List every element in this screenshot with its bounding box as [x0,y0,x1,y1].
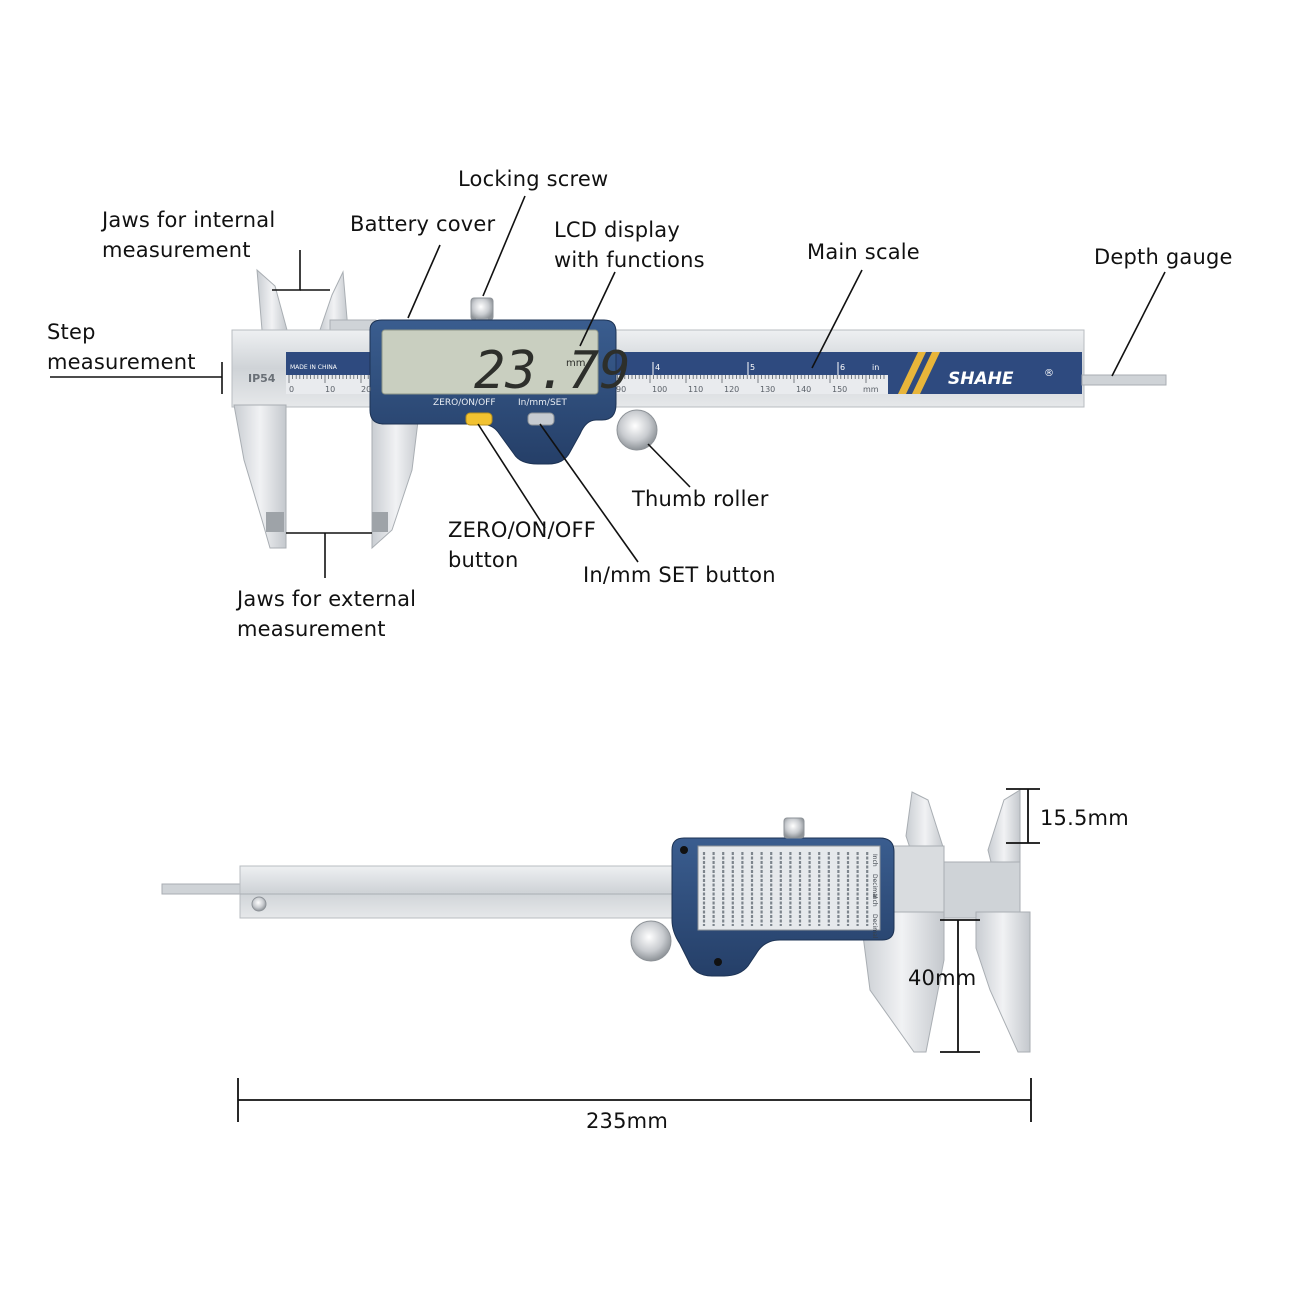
back-depth-rod [161,883,243,895]
scale-inch-label: 5 [750,363,755,372]
callout-step-measurement: Step measurement [47,317,196,377]
conversion-table-header: Decimal [871,874,878,899]
leader-set-button [539,423,639,563]
callout-zero-button: ZERO/ON/OFF button [448,515,596,575]
callout-step-line1: Step [47,320,96,344]
leader-jaws-internal [272,250,301,291]
callout-zero-line2: button [448,548,519,572]
lcd-display [381,329,599,395]
brand-stripe [898,352,926,394]
callout-lcd-display-line2: with functions [554,248,705,272]
callout-battery-cover: Battery cover [350,212,496,236]
ip-rating: IP54 [248,372,276,385]
leader-lcd-display [579,271,616,347]
callout-zero-line1: ZERO/ON/OFF [448,518,597,542]
callout-set-button: In/mm SET button [583,563,776,587]
back-lower-jaw-fixed [975,911,1031,1053]
dimension-jaw-width: 15.5mm [1040,806,1129,830]
leader-depth-gauge [1111,271,1166,377]
callout-jaws-internal: Jaws for internal measurement [102,205,275,265]
leader-zero-button [477,423,546,529]
registered-mark: ® [1044,368,1054,379]
beam-end-screw [251,896,267,912]
callout-locking-screw: Locking screw [458,167,609,191]
scale-mm-label: 110 [688,385,703,394]
callout-main-scale: Main scale [807,240,920,264]
back-screw-bottom [714,958,722,966]
zero-on-off-button[interactable] [465,412,493,426]
jaw-tip-right [372,512,388,532]
callout-jaws-external: Jaws for external measurement [237,584,416,644]
scale-mm-label: 100 [652,385,667,394]
back-upper-jaw-fixed [987,789,1021,867]
inmm-set-button[interactable] [527,412,555,426]
back-thumb-roller [630,920,672,962]
back-screw-top [680,846,688,854]
scale-mm-label: 130 [760,385,775,394]
zero-button-label: ZERO/ON/OFF [433,398,496,408]
scale-mm-labels: 0 10 20 90 100 110 120 130 140 150 [289,385,847,394]
conversion-table-header: Decimal [871,914,878,939]
back-lower-jaw-sliding [859,911,945,1053]
callout-lcd-display: LCD display with functions [554,215,705,275]
thumb-roller[interactable] [616,409,658,451]
scale-mm-label: 0 [289,385,294,394]
scale-strip-right [612,375,888,394]
dimension-jaw-depth: 40mm [908,966,977,990]
conversion-table-header: Inch [871,854,878,867]
scale-mm-unit: mm [863,385,879,394]
callout-step-line2: measurement [47,350,196,374]
leader-thumb-roller [647,443,691,488]
leader-lines [50,195,1166,578]
leader-locking-screw [482,195,526,297]
scale-in-labels: 4 5 6 [652,362,845,375]
back-fixed-head [939,861,1021,919]
scale-mm-label: 140 [796,385,811,394]
set-button-label: In/mm/SET [518,398,567,408]
scale-mm-label: 90 [616,385,626,394]
brand-stripe [912,352,940,394]
callout-jaws-internal-line1: Jaws for internal [102,208,276,232]
locking-screw [470,297,494,321]
dimension-total-length: 235mm [586,1109,668,1133]
scale-inch-label: 4 [655,363,660,372]
lcd-unit: mm [566,358,585,369]
callout-jaws-external-line1: Jaws for external [237,587,417,611]
brand-logo: SHAHE [948,369,1014,389]
scale-inch-label: 6 [840,363,845,372]
scale-mm-label: 120 [724,385,739,394]
leader-main-scale [811,269,863,369]
leader-battery-cover [407,244,441,319]
front-caliper: 23.79 mm ZERO/ON/OFF In/mm/SET IP54 MADE… [231,268,1167,550]
callout-lcd-display-line1: LCD display [554,218,680,242]
jaw-tip-left [266,512,284,532]
scale-mm-label: 20 [361,385,371,394]
fixed-internal-jaw [256,268,288,331]
depth-rod [1081,374,1167,386]
front-scale-ticks [288,375,885,383]
callout-jaws-external-line2: measurement [237,617,386,641]
callout-jaws-internal-line2: measurement [102,238,251,262]
callout-thumb-roller: Thumb roller [632,487,769,511]
lcd-reading: 23.79 [474,341,631,401]
back-locking-screw [783,817,805,839]
conversion-table-header: Inch [871,894,878,907]
conversion-table-rows [702,852,869,926]
conversion-table [697,845,881,931]
scale-in-unit: in [872,363,879,372]
made-in-label: MADE IN CHINA [290,364,338,371]
scale-mm-label: 150 [832,385,847,394]
scale-mm-label: 10 [325,385,335,394]
dimension-lines [237,788,1040,1122]
callout-depth-gauge: Depth gauge [1094,245,1233,269]
